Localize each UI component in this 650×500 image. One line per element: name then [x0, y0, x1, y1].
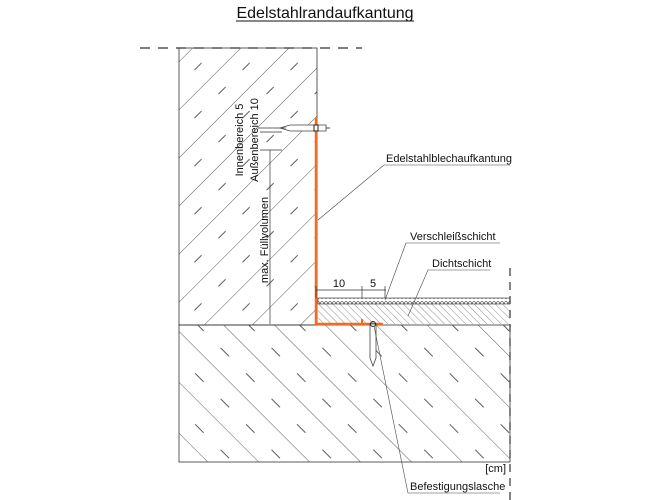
concrete-slab — [178, 324, 511, 463]
leader-lines — [317, 164, 510, 494]
seal-layer-hatch — [318, 304, 510, 324]
dim-10-label: 10 — [333, 278, 345, 290]
upper-anchor — [278, 124, 330, 132]
wear-layer-callout: Verschleißschicht — [410, 231, 496, 243]
wall-section — [178, 47, 318, 326]
width-dimension — [315, 286, 386, 298]
outer-area-label: Außenbereich 10 — [249, 98, 261, 182]
fastening-callout: Befestigungslasche — [410, 481, 505, 493]
wear-layer — [317, 297, 511, 305]
inner-area-label: Innenbereich 5 — [234, 104, 246, 177]
seal-layer-callout: Dichtschicht — [432, 258, 491, 270]
height-dimension — [258, 127, 286, 324]
max-fill-label: max. Füllvolumen — [259, 197, 271, 283]
lower-anchor — [369, 321, 377, 368]
drawing-title: Edelstahlrandaufkantung — [236, 5, 413, 22]
unit-label: [cm] — [485, 463, 506, 475]
dim-5-label: 5 — [370, 278, 376, 290]
stainless-steel-sheet — [314, 118, 383, 326]
sheet-callout: Edelstahlblechaufkantung — [386, 153, 512, 165]
